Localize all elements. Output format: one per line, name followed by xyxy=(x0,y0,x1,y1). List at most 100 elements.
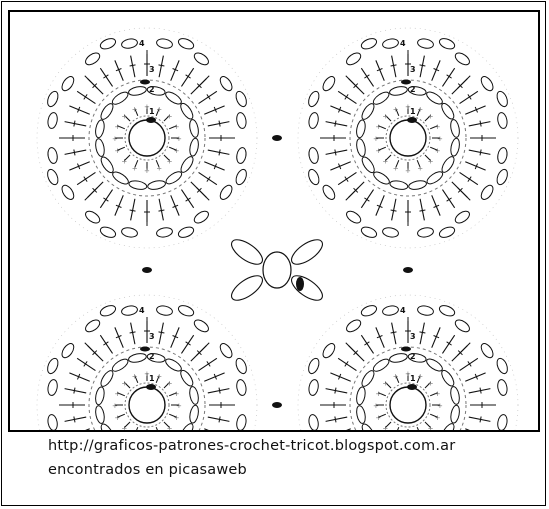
stitch-round-1 xyxy=(378,146,387,151)
stitch-crossbar xyxy=(158,331,165,334)
tall-stitch xyxy=(64,416,87,422)
tall-stitch xyxy=(204,161,225,171)
stitch-crossbar xyxy=(77,373,81,380)
stitch-crossbar xyxy=(103,74,109,79)
stitch-round-1 xyxy=(385,421,392,428)
tall-stitch xyxy=(99,67,114,87)
stitch-crossbar xyxy=(73,387,76,394)
slip-stitch-mark xyxy=(401,79,411,85)
tall-stitch xyxy=(391,322,397,345)
stitch-round-1 xyxy=(385,154,392,161)
round-2-ring xyxy=(88,346,206,430)
stitch-crossbar xyxy=(338,373,342,380)
round-number-label: 4 xyxy=(400,306,406,315)
chain-loop-round-2 xyxy=(180,423,194,430)
scallop-loop xyxy=(308,147,319,164)
stitch-crossbar xyxy=(344,94,349,100)
chain-loop-round-2 xyxy=(356,405,366,424)
scallop-loop xyxy=(322,184,336,200)
scallop-loop xyxy=(308,112,319,129)
plus-stitch: + xyxy=(417,165,423,173)
stitch-round-1 xyxy=(424,154,431,161)
scallop-loop xyxy=(47,379,58,396)
stitch-crossbar xyxy=(419,64,426,67)
scallop-loop xyxy=(235,168,247,186)
tall-stitch xyxy=(180,334,195,354)
chain-loop-round-2 xyxy=(356,386,366,406)
tall-stitch xyxy=(465,372,486,382)
stitch-crossbar xyxy=(446,74,452,79)
chain-loop-round-2 xyxy=(389,180,409,190)
stitch-crossbar xyxy=(338,431,340,432)
scallop-loop xyxy=(438,305,456,317)
stitch-crossbar xyxy=(364,197,370,202)
chain-loop-round-2 xyxy=(95,405,105,424)
tall-stitch xyxy=(468,416,491,422)
chain-loop-round-2 xyxy=(441,156,455,173)
stitch-crossbar xyxy=(129,331,136,334)
stitch-crossbar xyxy=(129,64,136,67)
chain-loop-round-2 xyxy=(373,171,390,185)
scallop-loop xyxy=(308,357,320,375)
tall-stitch xyxy=(465,105,486,115)
plus-stitch: + xyxy=(167,425,173,432)
round-2-ring xyxy=(349,79,467,197)
stitch-round-1 xyxy=(134,159,139,168)
stitch-round-1 xyxy=(416,426,419,430)
tall-stitch xyxy=(459,357,479,372)
chain-loop-round-2 xyxy=(361,423,375,430)
round-2-ring xyxy=(88,79,206,197)
scallop-loop xyxy=(193,52,209,66)
stitch-round-1 xyxy=(429,125,438,130)
scallop-loop xyxy=(47,90,59,108)
stitch-round-1 xyxy=(429,392,438,397)
stitch-crossbar xyxy=(172,68,179,72)
center-filler xyxy=(231,239,323,301)
chain-loop-round-2 xyxy=(111,358,129,372)
round-number-label: 3 xyxy=(410,65,416,74)
scallop-loop xyxy=(346,210,362,224)
scallop-loop xyxy=(219,184,233,200)
stitch-crossbar xyxy=(172,204,179,208)
plus-stitch: + xyxy=(428,112,434,120)
stitch-round-1 xyxy=(124,421,131,428)
plus-stitch: + xyxy=(156,105,162,113)
stitch-crossbar xyxy=(158,64,165,67)
scallop-loop xyxy=(417,38,434,49)
chain-loop-round-2 xyxy=(372,91,390,105)
stitch-round-1 xyxy=(429,413,438,418)
stitch-crossbar xyxy=(433,204,440,208)
chain-loop-round-2 xyxy=(100,370,114,387)
round-2-ring xyxy=(349,346,467,430)
join-stitch-top xyxy=(272,135,282,141)
stitch-crossbar xyxy=(214,431,216,432)
stitch-round-1 xyxy=(424,115,431,122)
stitch-crossbar xyxy=(467,94,472,100)
plus-stitch: + xyxy=(405,103,411,111)
stitch-crossbar xyxy=(474,163,478,170)
chain-loop-round-2 xyxy=(100,423,114,430)
chain-loop-round-2 xyxy=(426,171,444,185)
stitch-round-1 xyxy=(168,392,177,397)
tall-stitch xyxy=(441,189,456,209)
chain-loop-round-2 xyxy=(441,102,455,120)
scallop-loop xyxy=(322,343,336,359)
round-number-label: 4 xyxy=(139,39,145,48)
chain-loop-round-2 xyxy=(128,86,147,96)
stitch-crossbar xyxy=(115,335,122,339)
scallop-loop xyxy=(497,414,508,430)
tall-stitch xyxy=(360,67,375,87)
scallop-loop xyxy=(85,319,101,333)
chain-loop-round-2 xyxy=(128,353,147,363)
slip-stitch-mark xyxy=(401,346,411,352)
stitch-crossbar xyxy=(77,431,79,432)
chain-loop-round-2 xyxy=(426,91,443,105)
scallop-loop xyxy=(497,112,508,129)
plus-stitch: + xyxy=(112,135,118,143)
round-1-chain xyxy=(385,382,431,428)
plus-stitch: + xyxy=(114,390,120,398)
stitch-round-1 xyxy=(168,125,177,130)
chain-loop-round-2 xyxy=(165,171,183,185)
tall-stitch xyxy=(325,149,348,155)
